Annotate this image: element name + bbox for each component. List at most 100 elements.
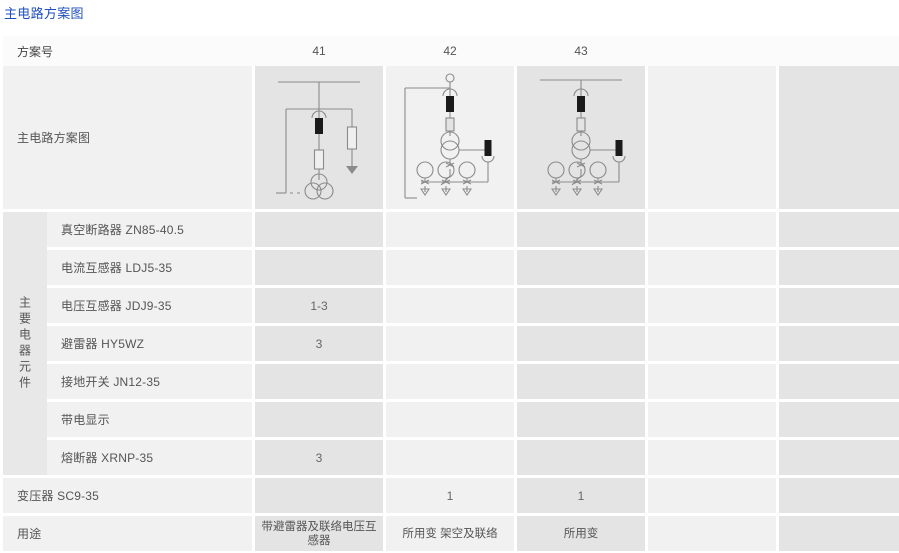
component-label-cell: 避雷器 HY5WZ xyxy=(47,324,252,364)
diagram-cell-scheme-5 xyxy=(779,66,899,212)
column-gap xyxy=(776,514,779,551)
diagram-cell-scheme-4 xyxy=(648,66,776,212)
transformer-label: 变压器 SC9-35 xyxy=(17,489,100,503)
value-text xyxy=(517,250,645,285)
component-value-5 xyxy=(779,210,899,250)
transformer-value-41 xyxy=(255,476,383,516)
component-value-4 xyxy=(648,324,776,364)
column-gap xyxy=(252,210,255,250)
column-gap xyxy=(645,324,648,364)
diagram-cell-scheme-43 xyxy=(517,66,645,212)
usage-value-5 xyxy=(779,514,899,551)
column-gap xyxy=(514,286,517,326)
value-text: 1-3 xyxy=(310,298,328,313)
value-text xyxy=(386,440,514,475)
usage-value-42: 所用变 架空及联络 xyxy=(386,514,514,551)
component-label: 带电显示 xyxy=(61,413,110,427)
component-row: 主要电器元件 真空断路器 ZN85-40.5 xyxy=(3,210,899,478)
transformer-value-43: 1 xyxy=(517,476,645,516)
value-text xyxy=(517,402,645,437)
component-value-4 xyxy=(648,438,776,478)
column-gap xyxy=(252,362,255,402)
value-text xyxy=(648,326,776,361)
main-circuit-scheme-table: 方案号 41 42 43 主电路方案图 xyxy=(3,36,899,551)
component-value-41: 3 xyxy=(255,324,383,364)
column-gap xyxy=(776,438,779,478)
transformer-value-5 xyxy=(779,476,899,516)
column-gap xyxy=(252,66,255,212)
component-value-43 xyxy=(517,210,645,250)
value-text xyxy=(386,402,514,437)
value-text xyxy=(648,364,776,399)
component-label: 电流互感器 LDJ5-35 xyxy=(61,261,173,275)
value-text xyxy=(386,288,514,323)
value-text xyxy=(648,212,776,247)
component-label: 电压互感器 JDJ9-35 xyxy=(61,299,172,313)
value-text: 3 xyxy=(315,450,323,465)
value-text xyxy=(255,402,383,437)
component-value-41 xyxy=(255,400,383,440)
value-text: 1 xyxy=(446,488,454,503)
value-text xyxy=(255,478,383,513)
component-group-label-cell: 主要电器元件 xyxy=(3,210,47,478)
column-gap xyxy=(645,476,648,516)
value-text xyxy=(779,288,899,323)
component-value-42 xyxy=(386,248,514,288)
value-text xyxy=(255,212,383,247)
value-text xyxy=(779,212,899,247)
value-text xyxy=(517,212,645,247)
value-text xyxy=(779,326,899,361)
column-gap xyxy=(383,362,386,402)
value-text: 3 xyxy=(315,336,323,351)
component-value-43 xyxy=(517,438,645,478)
value-text xyxy=(255,364,383,399)
value-text xyxy=(779,402,899,437)
value-text xyxy=(517,440,645,475)
value-text xyxy=(779,250,899,285)
column-gap xyxy=(252,286,255,326)
component-row: 电流互感器 LDJ5-35 xyxy=(3,248,899,288)
value-text xyxy=(517,364,645,399)
column-gap xyxy=(645,210,648,250)
component-value-5 xyxy=(779,362,899,402)
diagram-cell-scheme-42 xyxy=(386,66,514,212)
component-value-42 xyxy=(386,400,514,440)
component-value-5 xyxy=(779,400,899,440)
component-value-4 xyxy=(648,210,776,250)
component-label-cell: 接地开关 JN12-35 xyxy=(47,362,252,402)
column-gap xyxy=(383,324,386,364)
component-label-cell: 熔断器 XRNP-35 xyxy=(47,438,252,478)
header-scheme-41: 41 xyxy=(255,36,383,66)
usage-label: 用途 xyxy=(17,527,42,541)
component-value-43 xyxy=(517,248,645,288)
value-text xyxy=(386,212,514,247)
column-gap xyxy=(514,362,517,402)
value-text xyxy=(255,250,383,285)
component-row: 电压互感器 JDJ9-35 1-3 xyxy=(3,286,899,326)
column-gap xyxy=(645,66,648,212)
column-gap xyxy=(776,400,779,440)
column-gap xyxy=(252,248,255,288)
value-text xyxy=(386,326,514,361)
usage-value-4 xyxy=(648,514,776,551)
transformer-value-4 xyxy=(648,476,776,516)
column-gap xyxy=(776,248,779,288)
component-value-5 xyxy=(779,248,899,288)
component-value-4 xyxy=(648,248,776,288)
component-value-41: 3 xyxy=(255,438,383,478)
component-label-cell: 真空断路器 ZN85-40.5 xyxy=(47,210,252,250)
component-value-42 xyxy=(386,438,514,478)
column-gap xyxy=(776,286,779,326)
component-value-5 xyxy=(779,438,899,478)
value-text: 带避雷器及联络电压互感器 xyxy=(261,520,377,547)
column-gap xyxy=(514,438,517,478)
component-row: 避雷器 HY5WZ 3 xyxy=(3,324,899,364)
component-value-41 xyxy=(255,248,383,288)
column-gap xyxy=(514,36,517,66)
header-scheme-4 xyxy=(648,36,776,66)
scheme-41-circuit-diagram xyxy=(276,80,360,200)
column-gap xyxy=(252,400,255,440)
component-value-43 xyxy=(517,400,645,440)
value-text xyxy=(648,516,776,551)
diagram-row-label: 主电路方案图 xyxy=(17,131,91,145)
